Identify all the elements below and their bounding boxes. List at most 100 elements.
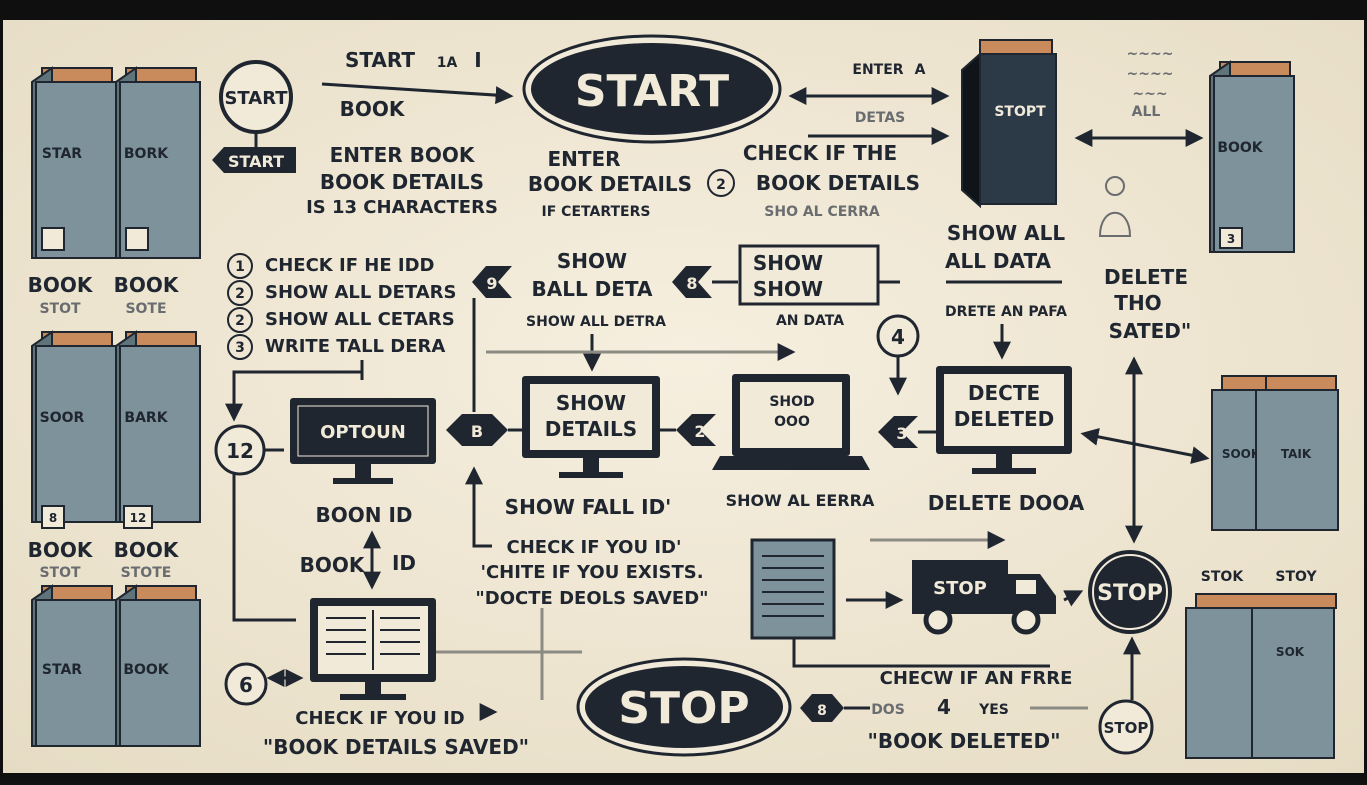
list-number: 3 bbox=[235, 340, 245, 356]
check-you-label: CHECK IF YOU ID' bbox=[507, 537, 682, 558]
check-top-label-2: BOOK DETAILS bbox=[756, 171, 920, 195]
enter-book-label-3: IS 13 CHARACTERS bbox=[306, 197, 498, 218]
book-caption: BOOK bbox=[114, 273, 180, 297]
list-number: 2 bbox=[235, 286, 245, 302]
enter-right-label-2: A bbox=[915, 62, 926, 78]
start-small-node: START bbox=[219, 60, 293, 148]
book-id-label-2: ID bbox=[392, 551, 416, 575]
book-spine-label: TAIK bbox=[1281, 447, 1312, 461]
show-all-right-label: SHOW ALL bbox=[947, 221, 1065, 245]
truck-label: STOP bbox=[933, 578, 987, 599]
book-caption: BOOK bbox=[114, 538, 180, 562]
check-bottom-label: CHECK IF YOU ID bbox=[295, 708, 464, 729]
badge: 3 bbox=[878, 416, 918, 448]
list-number: 1 bbox=[235, 259, 245, 275]
number-node: 6 bbox=[224, 662, 268, 706]
number-node: 4 bbox=[876, 314, 920, 358]
badge: 8 bbox=[800, 694, 844, 722]
enter-mid-label-2: BOOK DETAILS bbox=[528, 172, 692, 196]
book-saved-label: "BOOK DETAILS SAVED" bbox=[263, 735, 529, 759]
show-details-label-2: DETAILS bbox=[545, 417, 637, 441]
book-icon: SOK bbox=[1185, 593, 1337, 759]
book-icon: 8 SOOR bbox=[31, 330, 117, 529]
laptop-label-2: OOO bbox=[774, 414, 810, 430]
badge: 9 bbox=[472, 266, 512, 298]
enter-book-label-2: BOOK DETAILS bbox=[320, 170, 484, 194]
truck-icon: STOP bbox=[912, 560, 1056, 635]
decte-label-2: DELETED bbox=[954, 407, 1055, 431]
book-icon: TAIK bbox=[1255, 375, 1339, 531]
book-caption: STOK bbox=[1201, 569, 1245, 585]
connector bbox=[792, 638, 1050, 668]
show-al-eerra-label: SHOW AL EERRA bbox=[726, 491, 875, 510]
book-icon: STAR bbox=[31, 584, 117, 747]
start-tag-label: START bbox=[228, 152, 284, 171]
start-small-label: START bbox=[224, 88, 288, 109]
arrow bbox=[1080, 427, 1210, 465]
boon-id-label: BOON ID bbox=[316, 503, 413, 527]
book-caption: STOY bbox=[1275, 569, 1317, 585]
figure-icon bbox=[1098, 176, 1132, 237]
enter-right-label: ENTER bbox=[852, 62, 903, 78]
badge-label: 2 bbox=[694, 422, 705, 441]
book-caption: STOT bbox=[39, 301, 81, 317]
badge-label: 8 bbox=[817, 703, 827, 719]
enter-book-label: ENTER BOOK bbox=[330, 143, 476, 167]
check-top-label-3: SHO AL CERRA bbox=[764, 204, 880, 220]
start-top-label-3: I bbox=[474, 48, 481, 72]
badge: 2 bbox=[676, 414, 716, 446]
book-caption: SOTE bbox=[125, 301, 166, 317]
arrow bbox=[1063, 590, 1084, 607]
enter-right-label-3: DETAS bbox=[855, 110, 906, 126]
connector bbox=[225, 370, 362, 422]
check-you-label-3: "DOCTE DEOLS SAVED" bbox=[475, 588, 708, 609]
document-icon bbox=[750, 538, 836, 640]
book-id-label: BOOK bbox=[300, 553, 366, 577]
badge-label: B bbox=[471, 422, 483, 441]
badge-label: 9 bbox=[486, 274, 497, 293]
start-oval-label: START bbox=[575, 66, 729, 117]
book-deleted-label: "BOOK DELETED" bbox=[867, 729, 1060, 753]
arrow bbox=[321, 82, 514, 105]
book-stopt-label: STOPT bbox=[994, 104, 1046, 120]
start-top-label: START bbox=[345, 48, 415, 72]
delete-dooa-label: DELETE DOOA bbox=[928, 491, 1085, 515]
number-node: 12 bbox=[214, 424, 266, 476]
checw-label-2: DOS bbox=[871, 702, 905, 718]
book-icon: BORK bbox=[115, 66, 201, 259]
list-item: SHOW ALL DETARS bbox=[265, 282, 456, 303]
book-caption: BOOK bbox=[28, 273, 94, 297]
laptop: SHOD OOO bbox=[712, 374, 870, 470]
book-number: 3 bbox=[1227, 232, 1235, 246]
book-number: 8 bbox=[49, 511, 57, 525]
show-panel: SHOW SHOW AN DATA bbox=[738, 244, 880, 329]
scribble-text: ~~~~ bbox=[1127, 46, 1174, 62]
book-icon: STAR bbox=[31, 66, 117, 259]
book-spine-label: BORK bbox=[124, 146, 169, 162]
number-node-label: 6 bbox=[239, 673, 253, 697]
show-panel-label-3: AN DATA bbox=[776, 313, 844, 329]
drete-label: DRETE AN PAFA bbox=[945, 304, 1067, 320]
scribble-text: ~~~ bbox=[1132, 86, 1167, 102]
laptop-label: SHOD bbox=[769, 394, 814, 410]
delete-right-label: DELETE bbox=[1104, 265, 1188, 289]
show-mid-label-3: SHOW ALL DETRA bbox=[526, 314, 666, 330]
show-all-right-label-2: ALL DATA bbox=[945, 249, 1052, 273]
checw-label: CHECW IF AN FRRE bbox=[880, 668, 1073, 689]
check-top-number: 2 bbox=[716, 177, 726, 193]
book-spine-label: BOOK bbox=[123, 662, 169, 678]
badge: B bbox=[446, 414, 508, 446]
scribble-block: ~~~~ ~~~~ ~~~ ALL bbox=[1127, 46, 1174, 120]
stop-circle-small: STOP bbox=[1098, 699, 1154, 755]
optoun-label: OPTOUN bbox=[320, 422, 406, 443]
book-spine-label: SOOR bbox=[40, 410, 85, 426]
numbered-list: 1 CHECK IF HE IDD 2 SHOW ALL DETARS 2 SH… bbox=[227, 253, 456, 360]
show-mid-label-2: BALL DETA bbox=[531, 277, 653, 301]
connector bbox=[232, 474, 296, 622]
decte-label: DECTE bbox=[968, 381, 1040, 405]
list-number: 2 bbox=[235, 313, 245, 329]
number-node-label: 4 bbox=[891, 325, 905, 349]
book-spine-label: BOOK bbox=[1217, 140, 1263, 156]
enter-mid-label: ENTER bbox=[547, 147, 620, 171]
